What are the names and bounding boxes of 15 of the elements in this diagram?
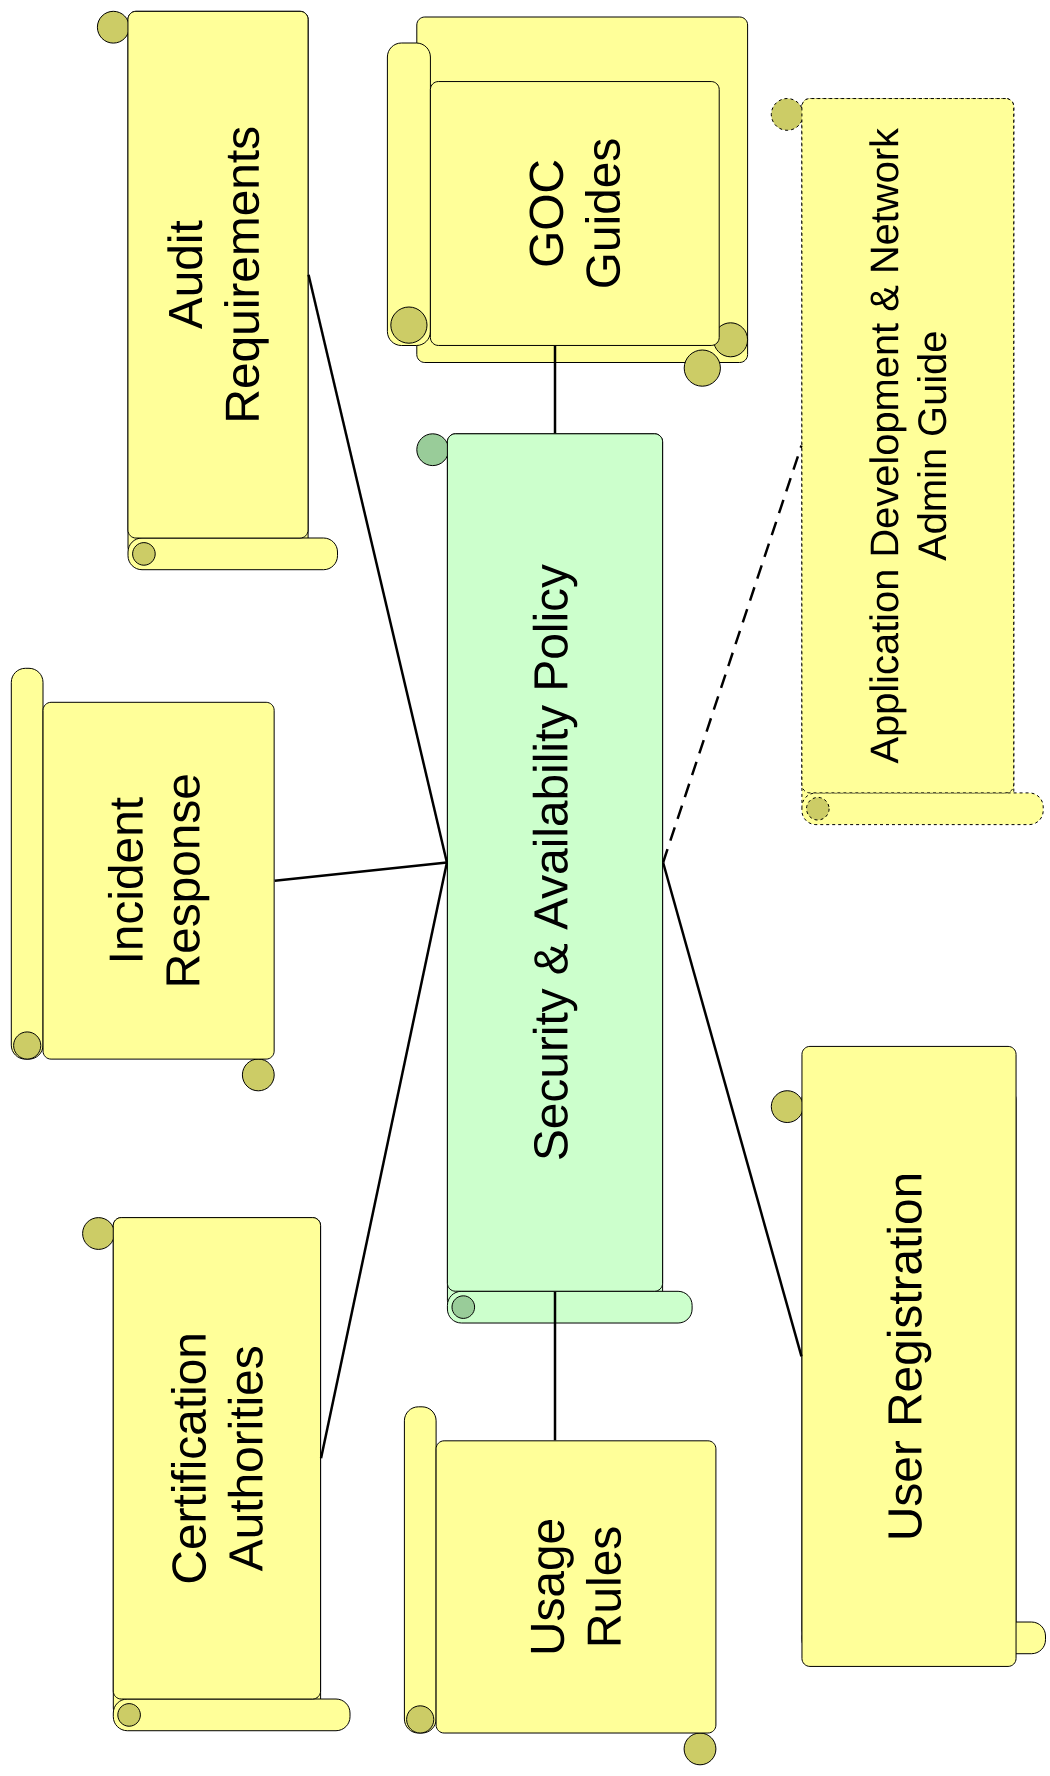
scroll-box: User Registration: [770, 1045, 1046, 1667]
scroll-box: Application Development & Network Admin Guide: [770, 98, 1044, 826]
scroll-box: Incident Response: [10, 667, 275, 1092]
scroll-box: Usage Rules: [403, 1406, 717, 1766]
connector-line: [319, 862, 449, 1459]
scroll-box: Audit Requirements: [96, 10, 338, 571]
connector-line: [553, 1291, 557, 1441]
connector-line: [307, 274, 449, 863]
scroll-box: Security & Availability Policy: [416, 433, 693, 1324]
scroll-box: Certification Authorities: [82, 1217, 351, 1732]
scroll-box: GOC Guides: [386, 16, 749, 387]
connector-line: [553, 345, 557, 434]
connector-line: [661, 862, 803, 1357]
connector-line: [661, 445, 803, 863]
connector-line: [274, 861, 448, 882]
